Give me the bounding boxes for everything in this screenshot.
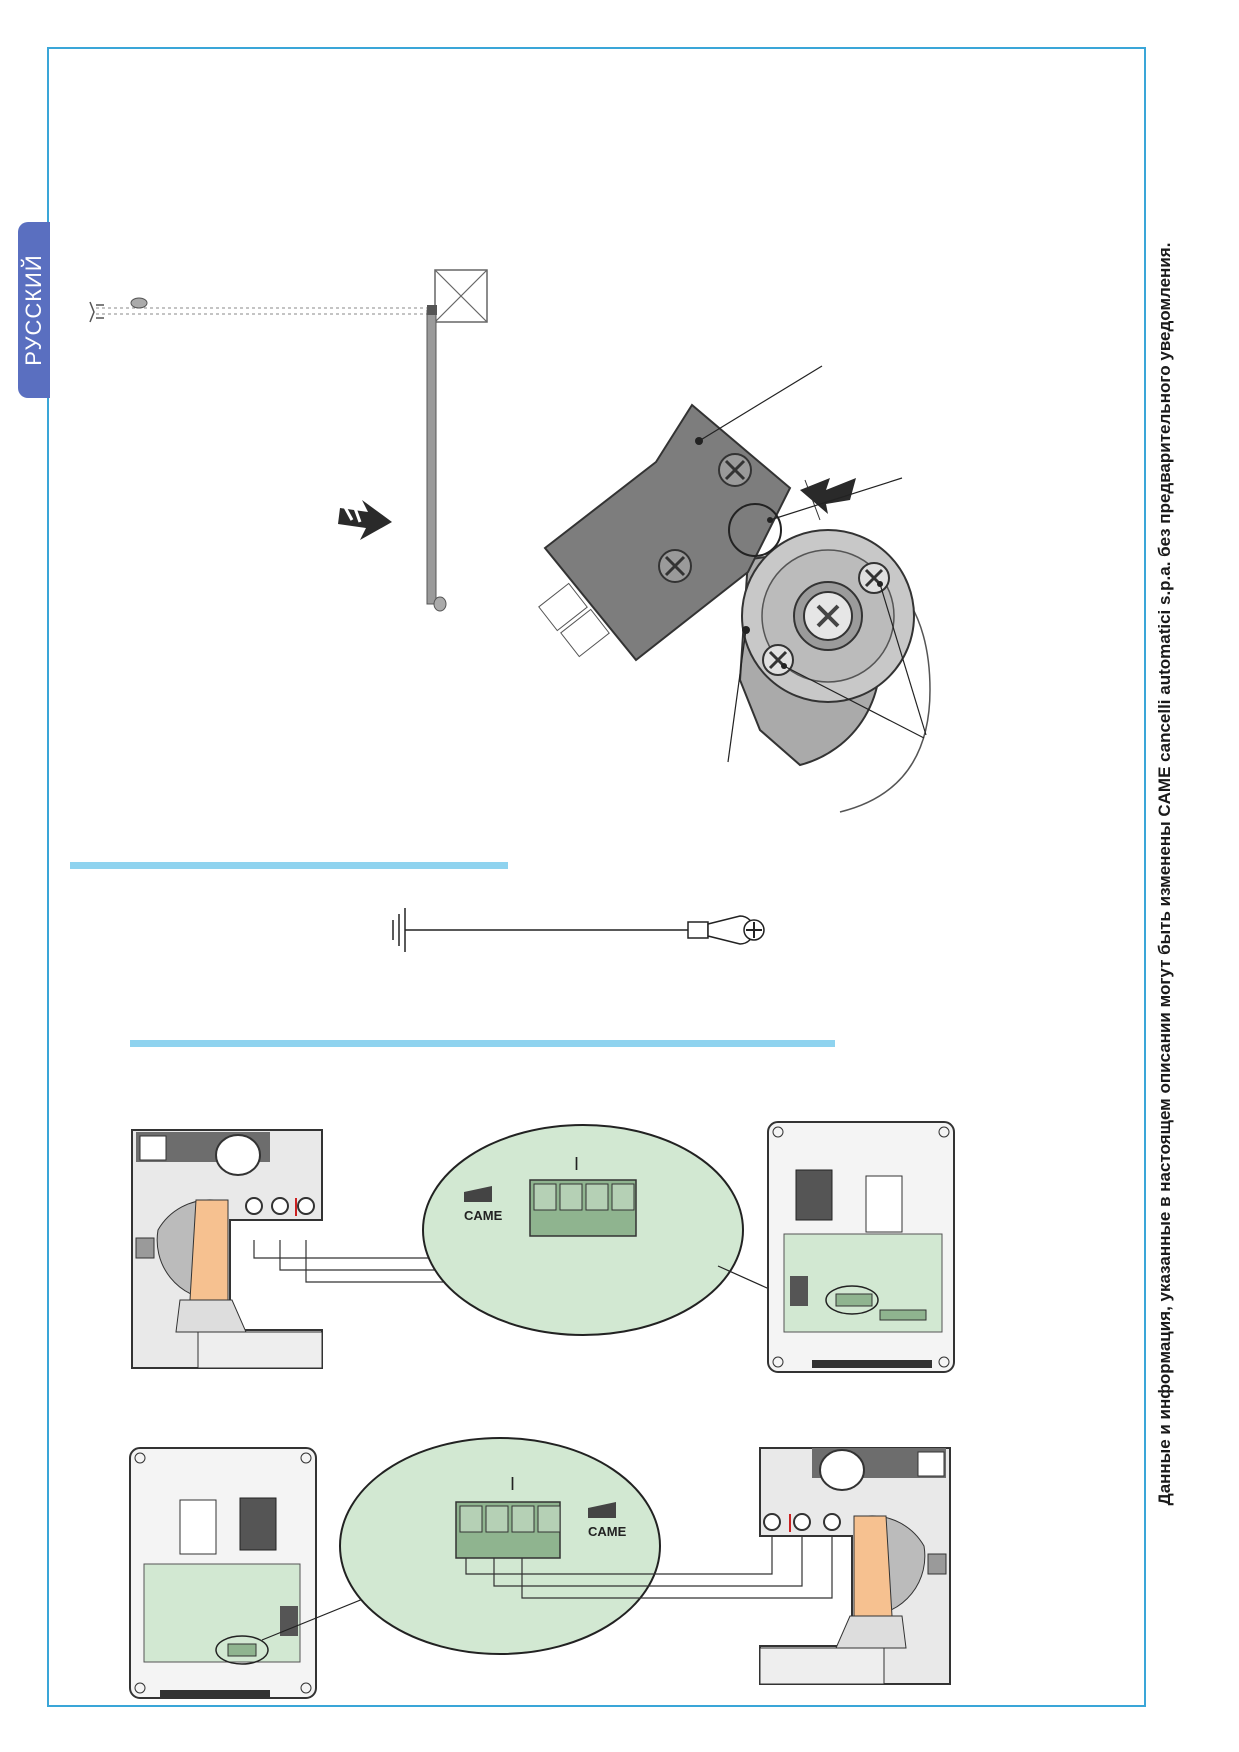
came-logo-bottom: CAME <box>588 1502 627 1539</box>
connection-diagram-top: I CAME <box>131 1121 955 1373</box>
came-logo-text: CAME <box>588 1524 627 1539</box>
section-divider-grounding <box>70 862 508 869</box>
came-logo-text: CAME <box>464 1208 503 1223</box>
terminal-label-top: I <box>574 1154 579 1174</box>
barrier-diagram <box>89 269 488 612</box>
language-tab: РУССКИЙ <box>18 222 50 398</box>
connection-diagram-bottom: I CAME <box>129 1437 951 1699</box>
came-logo-top: CAME <box>464 1186 503 1223</box>
section-divider-connection <box>130 1040 835 1047</box>
close-direction-arrow <box>338 497 392 540</box>
rotation-arrow <box>800 478 856 514</box>
terminal-label-bottom: I <box>510 1474 515 1494</box>
page-frame <box>47 47 1146 1707</box>
limit-stop-diagram <box>538 365 931 813</box>
ground-cable-diagram <box>392 908 765 952</box>
